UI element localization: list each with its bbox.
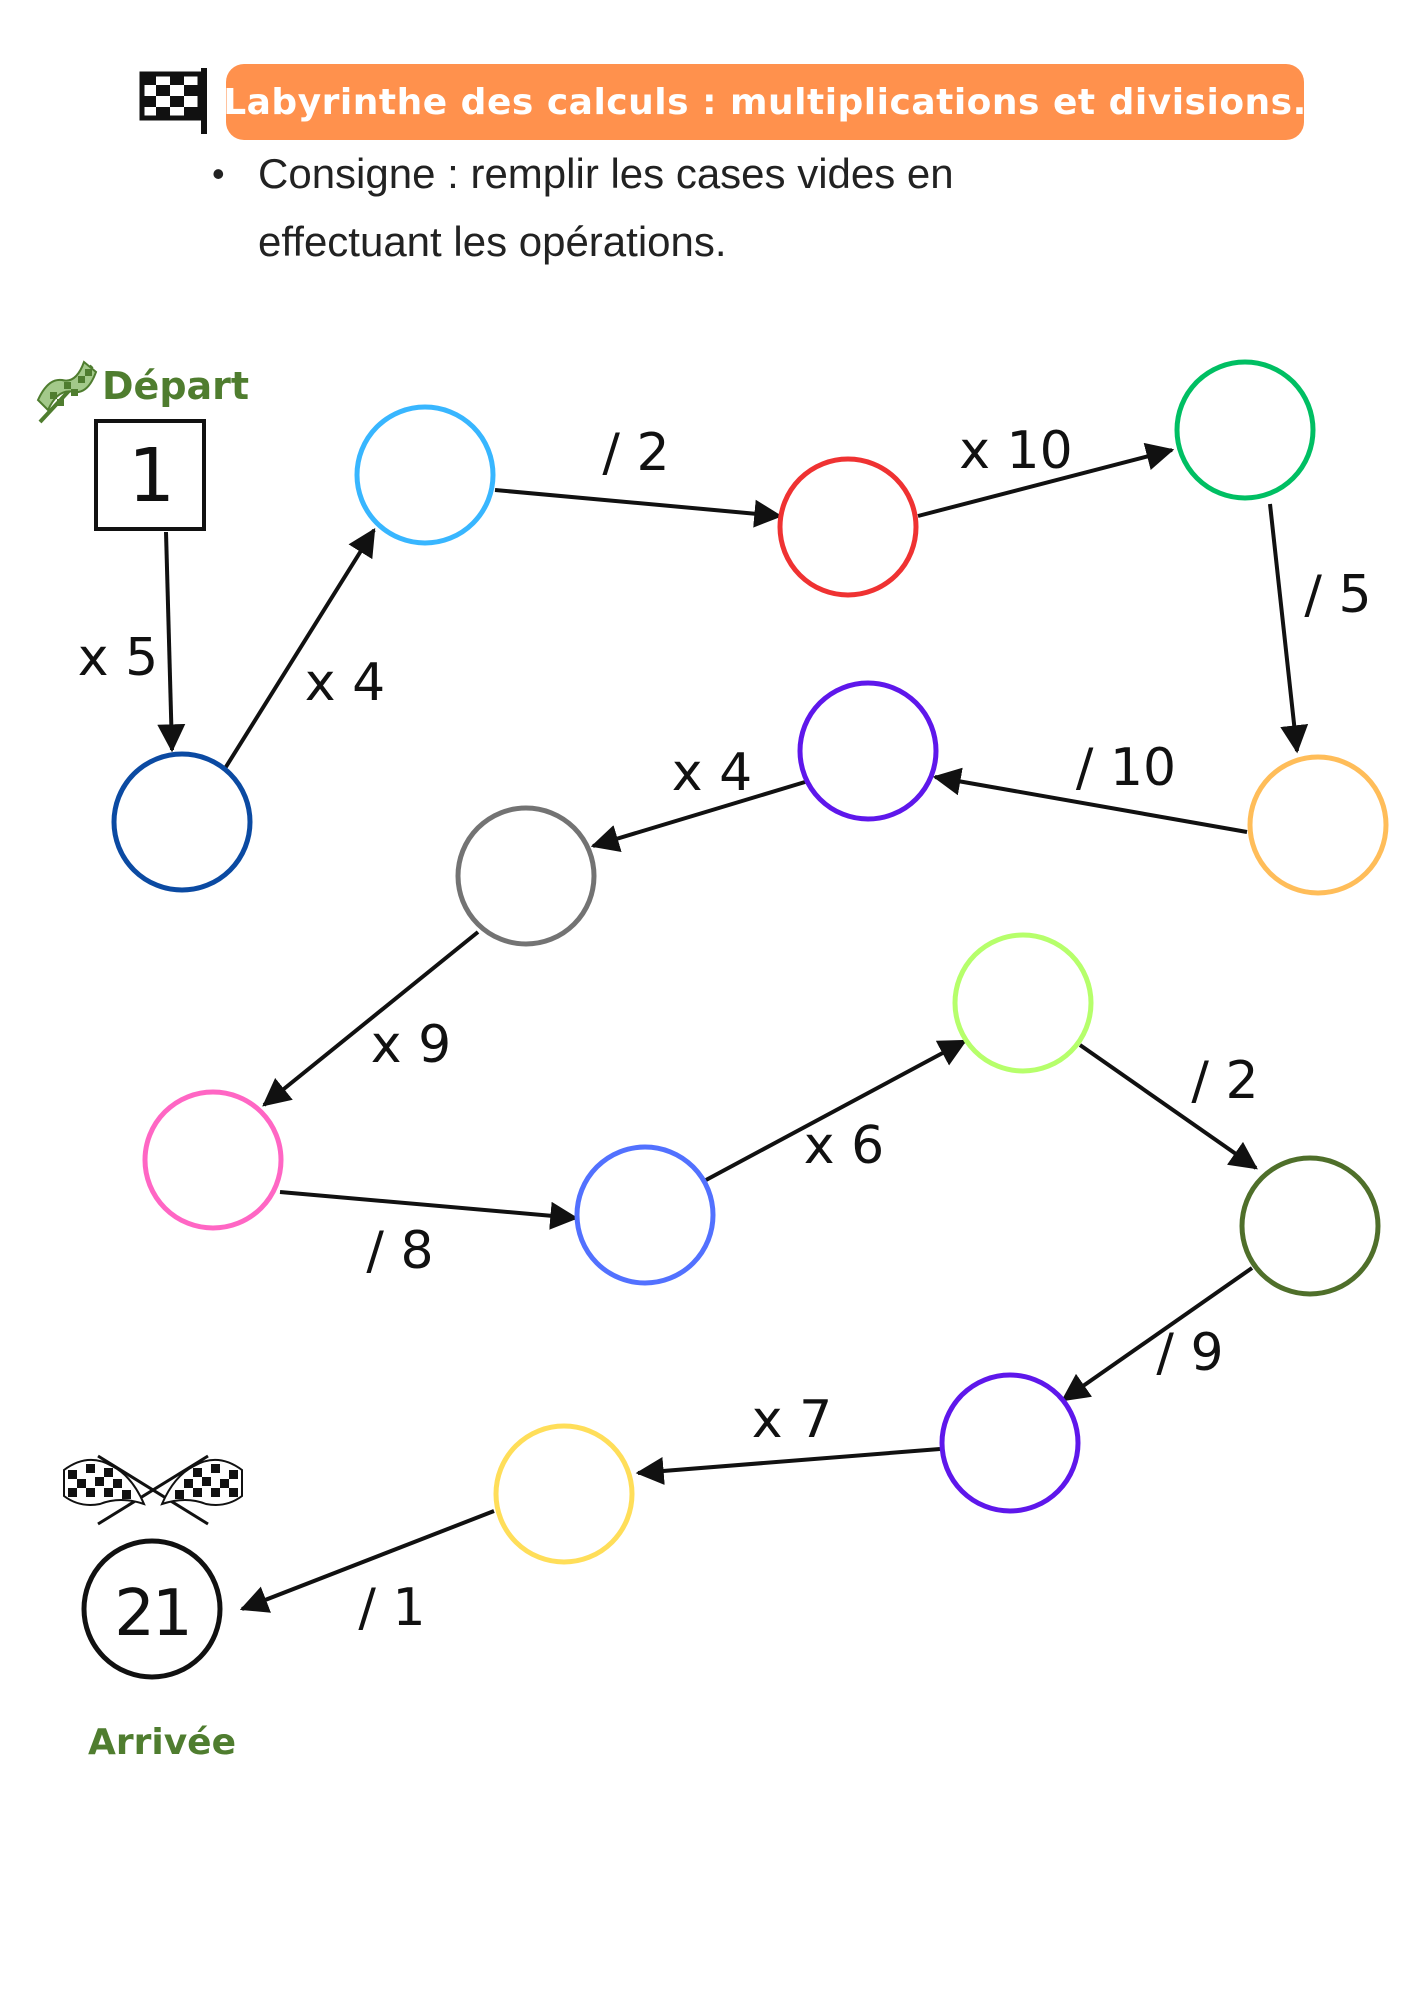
operation-label-9: / 8 (366, 1221, 433, 1281)
start-box (94, 419, 206, 531)
empty-answer-circle-6[interactable] (797, 680, 939, 822)
end-circle (81, 1538, 223, 1680)
start-value: 1 (128, 433, 172, 519)
depart-flag-icon (30, 358, 102, 430)
empty-answer-circle-12[interactable] (939, 1372, 1081, 1514)
title-banner: Labyrinthe des calculs : multiplications… (223, 64, 1307, 140)
empty-answer-circle-4[interactable] (1174, 359, 1316, 501)
empty-answer-circle-9[interactable] (574, 1144, 716, 1286)
empty-answer-circle-13[interactable] (493, 1423, 635, 1565)
empty-answer-circle-11[interactable] (1239, 1155, 1381, 1297)
arrow-1 (157, 531, 186, 753)
operation-label-8: x 9 (371, 1015, 451, 1075)
operation-label-4: x 10 (959, 421, 1072, 481)
operation-label-10: x 6 (804, 1116, 884, 1176)
arrow-7 (590, 780, 806, 852)
operation-label-13: x 7 (752, 1390, 832, 1450)
page-title: Labyrinthe des calculs : multiplications… (223, 81, 1307, 123)
crossed-checkered-flags-icon (58, 1446, 248, 1532)
empty-answer-circle-2[interactable] (354, 404, 496, 546)
empty-answer-circle-5[interactable] (1247, 754, 1389, 896)
operation-label-5: / 5 (1304, 565, 1371, 625)
arrow-2 (222, 528, 376, 772)
arrow-10 (705, 1039, 968, 1182)
empty-answer-circle-1[interactable] (111, 751, 253, 893)
operation-label-1: x 5 (78, 628, 158, 688)
empty-answer-circle-3[interactable] (777, 456, 919, 598)
arrow-14 (239, 1509, 495, 1613)
operation-label-3: / 2 (602, 423, 669, 483)
empty-answer-circle-8[interactable] (142, 1089, 284, 1231)
arrow-12 (1061, 1266, 1254, 1402)
arrow-11 (1078, 1043, 1258, 1170)
empty-answer-circle-7[interactable] (455, 805, 597, 947)
arrow-4 (917, 442, 1175, 518)
end-value: 21 (114, 1577, 189, 1651)
arrow-6 (932, 767, 1248, 834)
operation-label-2: x 4 (305, 653, 385, 713)
operation-label-6: / 10 (1076, 738, 1176, 798)
arrow-9 (279, 1190, 579, 1230)
arrow-8 (262, 930, 480, 1107)
arrow-5 (1268, 503, 1309, 754)
bullet-icon: • (212, 153, 225, 194)
arrow-13 (635, 1447, 941, 1485)
instruction-line-2: effectuant les opérations. (258, 218, 727, 265)
operation-label-11: / 2 (1191, 1051, 1258, 1111)
checkered-flag-icon (136, 64, 210, 140)
depart-label: Départ (102, 364, 250, 408)
operation-label-12: / 9 (1156, 1323, 1223, 1383)
empty-answer-circle-10[interactable] (952, 932, 1094, 1074)
instruction-line-1: Consigne : remplir les cases vides en (258, 150, 954, 197)
arrivee-label: Arrivée (88, 1722, 237, 1763)
operation-label-14: / 1 (358, 1578, 425, 1638)
instructions: • Consigne : remplir les cases vides en … (212, 140, 1046, 276)
operation-label-7: x 4 (672, 743, 752, 803)
arrow-3 (494, 488, 783, 528)
